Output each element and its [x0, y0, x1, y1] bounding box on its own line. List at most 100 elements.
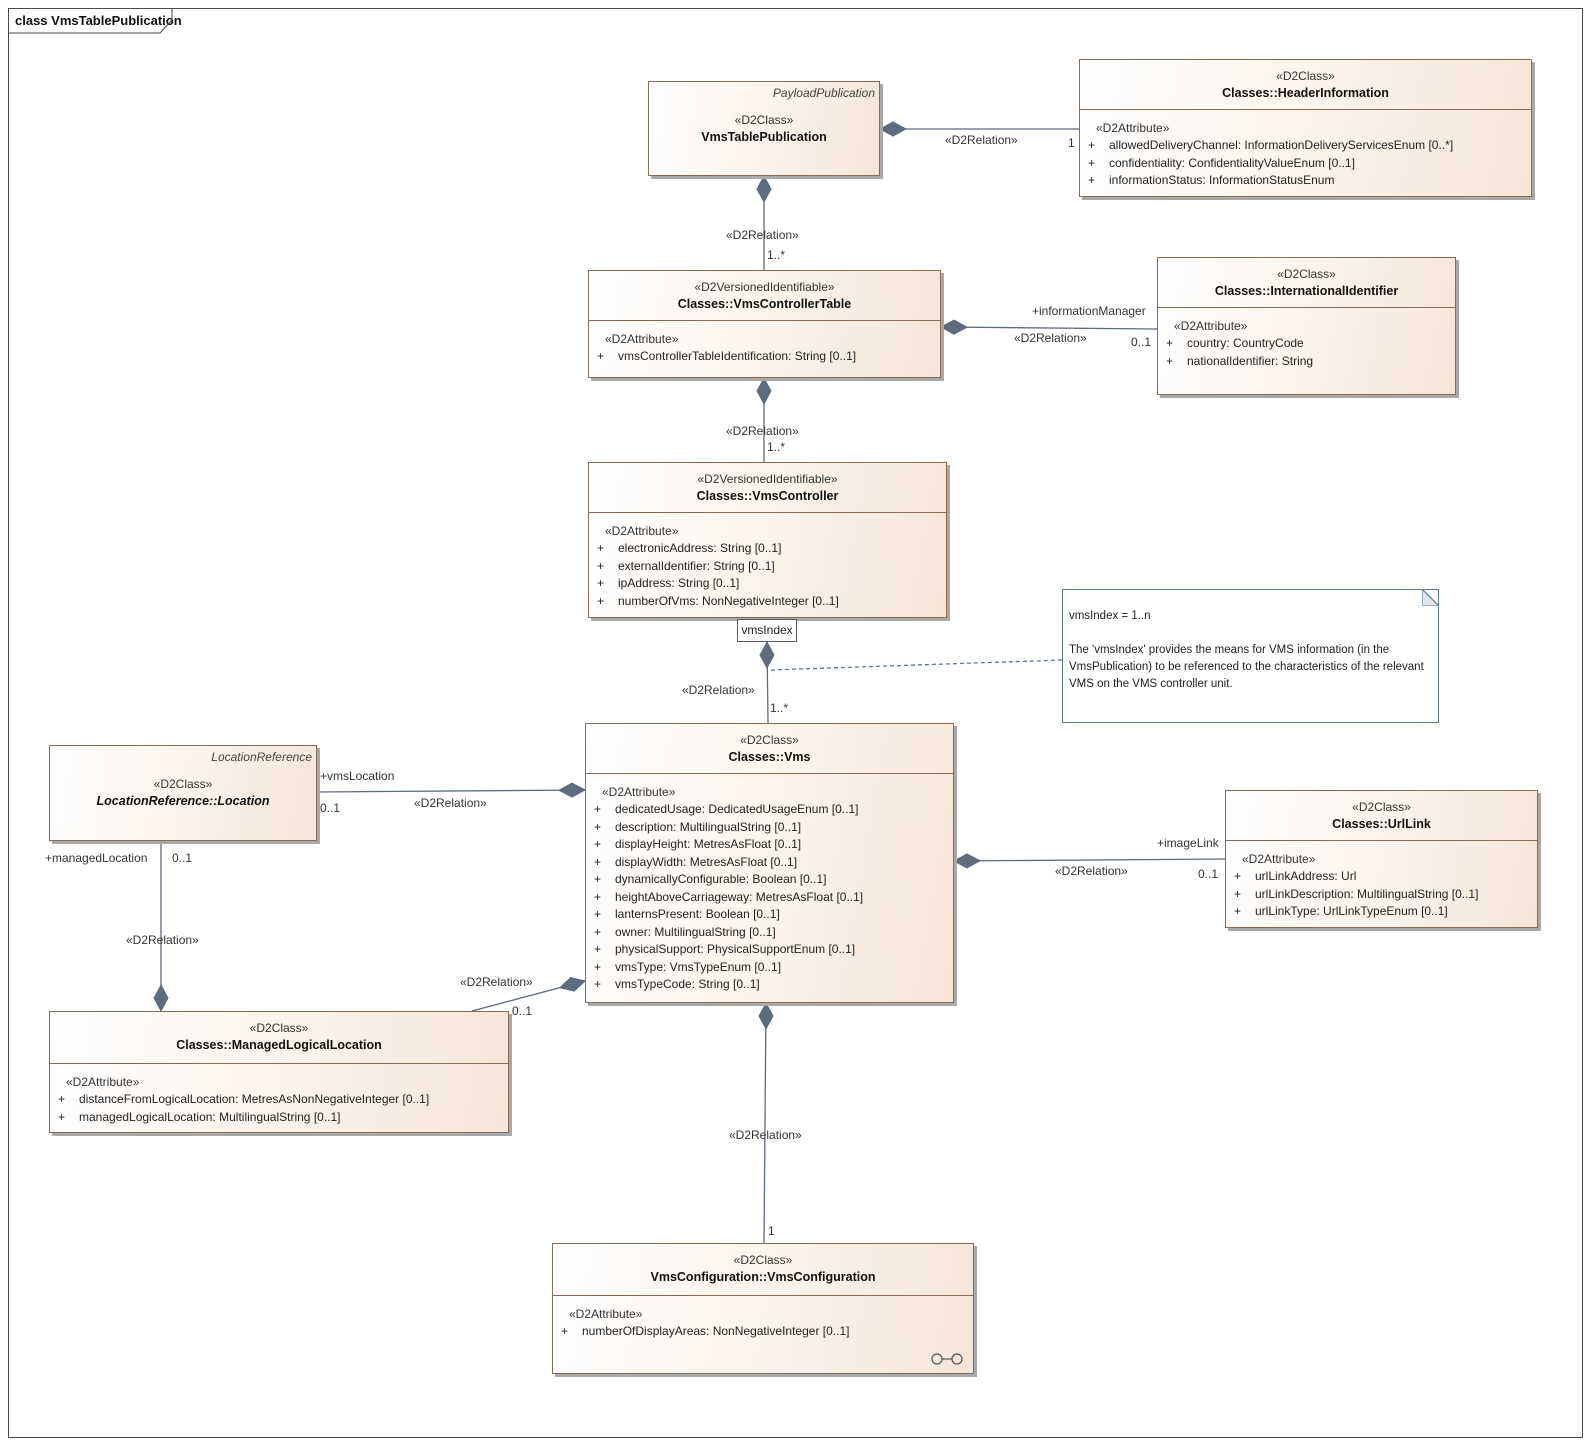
role-label: +imageLink	[1157, 836, 1219, 850]
attribute: +externalIdentifier: String [0..1]	[597, 558, 775, 573]
class-name: VmsConfiguration::VmsConfiguration	[650, 1270, 876, 1284]
parent-class-label: LocationReference	[211, 750, 312, 764]
class-name: Classes::InternationalIdentifier	[1214, 284, 1399, 298]
relation-line-vms-urllink	[953, 858, 1226, 862]
composition-diamond	[756, 174, 772, 204]
diagram-frame-label: class VmsTablePublication	[15, 13, 182, 28]
class-name: Classes::VmsController	[696, 489, 839, 503]
class-header-information[interactable]: «D2Class» Classes::HeaderInformation «D2…	[1079, 59, 1532, 197]
multiplicity-label: 0..1	[1131, 335, 1152, 349]
relation-stereotype: «D2Relation»	[126, 933, 199, 947]
class-vms-controller-table[interactable]: «D2VersionedIdentifiable» Classes::VmsCo…	[588, 270, 941, 378]
attribute: +allowedDeliveryChannel: InformationDeli…	[1088, 138, 1454, 152]
attribute-list: «D2Attribute» +numberOfDisplayAreas: Non…	[553, 1306, 973, 1341]
attribute: +vmsType: VmsTypeEnum [0..1]	[594, 959, 782, 974]
class-vms[interactable]: «D2Class» Classes::Vms «D2Attribute» +de…	[585, 723, 954, 1003]
attribute-stereotype: «D2Attribute»	[1242, 852, 1316, 866]
attribute-list: «D2Attribute» +vmsControllerTableIdentif…	[589, 331, 940, 366]
attribute: +owner: MultilingualString [0..1]	[594, 924, 776, 939]
compartment-divider	[1226, 840, 1537, 841]
class-managed-logical-location[interactable]: «D2Class» Classes::ManagedLogicalLocatio…	[49, 1011, 509, 1133]
attribute: +heightAboveCarriageway: MetresAsFloat […	[594, 889, 864, 904]
multiplicity-label: 0..1	[172, 851, 193, 865]
class-vms-configuration[interactable]: «D2Class» VmsConfiguration::VmsConfigura…	[552, 1243, 974, 1374]
attribute-list: «D2Attribute» +distanceFromLogicalLocati…	[50, 1074, 508, 1126]
note-text: The 'vmsIndex' provides the means for VM…	[1069, 644, 1424, 690]
attribute-stereotype: «D2Attribute»	[1174, 319, 1248, 333]
multiplicity-label: 1	[1068, 136, 1075, 150]
attribute: +displayHeight: MetresAsFloat [0..1]	[594, 837, 802, 851]
class-stereotype: «D2Class»	[733, 1253, 793, 1267]
attribute: +nationalIdentifier: String	[1166, 353, 1314, 368]
diagram-frame	[8, 8, 1583, 1438]
attribute-list: «D2Attribute» +electronicAddress: String…	[589, 523, 946, 610]
relation-stereotype: «D2Relation»	[726, 228, 799, 242]
parent-class-label: PayloadPublication	[772, 86, 875, 100]
class-name: VmsTablePublication	[701, 130, 827, 144]
relation-stereotype: «D2Relation»	[414, 796, 487, 810]
attribute: +managedLogicalLocation: MultilingualStr…	[58, 1109, 341, 1124]
class-name: Classes::ManagedLogicalLocation	[176, 1038, 382, 1052]
attribute: +displayWidth: MetresAsFloat [0..1]	[594, 854, 798, 869]
class-stereotype: «D2VersionedIdentifiable»	[694, 280, 835, 294]
attribute-stereotype: «D2Attribute»	[1096, 121, 1170, 135]
multiplicity-label: 0..1	[320, 801, 341, 815]
attribute: +urlLinkAddress: Url	[1234, 869, 1357, 883]
attribute: +distanceFromLogicalLocation: MetresAsNo…	[58, 1092, 430, 1106]
relation-line-table-intl	[940, 326, 1158, 330]
class-stereotype: «D2Class»	[1276, 69, 1335, 83]
class-vms-controller[interactable]: «D2VersionedIdentifiable» Classes::VmsCo…	[588, 462, 947, 618]
multiplicity-label: 1..*	[767, 440, 786, 454]
class-name: Classes::VmsControllerTable	[677, 297, 852, 311]
class-url-link[interactable]: «D2Class» Classes::UrlLink «D2Attribute»…	[1225, 790, 1538, 928]
composition-diamond	[756, 376, 772, 406]
attribute: +lanternsPresent: Boolean [0..1]	[594, 907, 780, 921]
attribute-stereotype: «D2Attribute»	[602, 785, 676, 799]
compartment-divider	[589, 512, 946, 513]
attribute-stereotype: «D2Attribute»	[605, 524, 679, 538]
attribute-list: «D2Attribute» +allowedDeliveryChannel: I…	[1080, 120, 1531, 190]
attribute: +vmsControllerTableIdentification: Strin…	[597, 349, 857, 363]
composition-diamond	[878, 121, 908, 137]
composition-diamond	[758, 1001, 774, 1031]
frame-label-tab	[8, 8, 173, 34]
note-anchor-line	[770, 659, 1063, 671]
role-label: +vmsLocation	[320, 769, 395, 783]
composition-diamond	[952, 853, 982, 869]
class-name: Classes::UrlLink	[1332, 817, 1431, 831]
relation-line-vms-location	[316, 789, 586, 793]
compartment-divider	[1080, 109, 1531, 110]
attribute: +confidentiality: ConfidentialityValueEn…	[1088, 155, 1355, 170]
class-name: Classes::HeaderInformation	[1222, 86, 1389, 100]
multiplicity-label: 0..1	[512, 1004, 533, 1018]
role-label: +informationManager	[1032, 304, 1146, 318]
compartment-divider	[50, 1063, 508, 1064]
class-stereotype: «D2Class»	[1352, 800, 1411, 814]
compartment-divider	[586, 773, 953, 774]
composition-diamond	[759, 640, 775, 670]
multiplicity-label: 1..*	[770, 701, 789, 715]
class-stereotype: «D2Class»	[740, 733, 799, 747]
attribute: +urlLinkDescription: MultilingualString …	[1234, 886, 1479, 901]
vms-index-note: vmsIndex = 1..n The 'vmsIndex' provides …	[1062, 589, 1439, 723]
class-name: LocationReference::Location	[96, 794, 270, 808]
class-international-identifier[interactable]: «D2Class» Classes::InternationalIdentifi…	[1157, 257, 1456, 395]
composition-diamond	[558, 977, 587, 992]
attribute: +urlLinkType: UrlLinkTypeEnum [0..1]	[1234, 904, 1448, 918]
attribute: +electronicAddress: String [0..1]	[597, 541, 782, 555]
class-stereotype: «D2Class»	[249, 1021, 309, 1035]
class-stereotype: «D2VersionedIdentifiable»	[697, 472, 838, 486]
attribute: +dedicatedUsage: DedicatedUsageEnum [0..…	[594, 802, 859, 816]
attribute-stereotype: «D2Attribute»	[569, 1307, 643, 1321]
multiplicity-label: 1..*	[767, 248, 786, 262]
class-vms-table-publication[interactable]: PayloadPublication «D2Class» VmsTablePub…	[648, 81, 880, 176]
relation-stereotype: «D2Relation»	[729, 1128, 802, 1142]
composition-diamond	[557, 782, 587, 798]
compartment-divider	[553, 1295, 973, 1296]
vms-index-qualifier: vmsIndex	[737, 619, 797, 642]
relation-stereotype: «D2Relation»	[1014, 331, 1087, 345]
class-location[interactable]: LocationReference «D2Class» LocationRefe…	[49, 745, 317, 841]
attribute: +numberOfVms: NonNegativeInteger [0..1]	[597, 593, 839, 608]
relation-stereotype: «D2Relation»	[682, 683, 755, 697]
attribute: +ipAddress: String [0..1]	[597, 576, 740, 590]
